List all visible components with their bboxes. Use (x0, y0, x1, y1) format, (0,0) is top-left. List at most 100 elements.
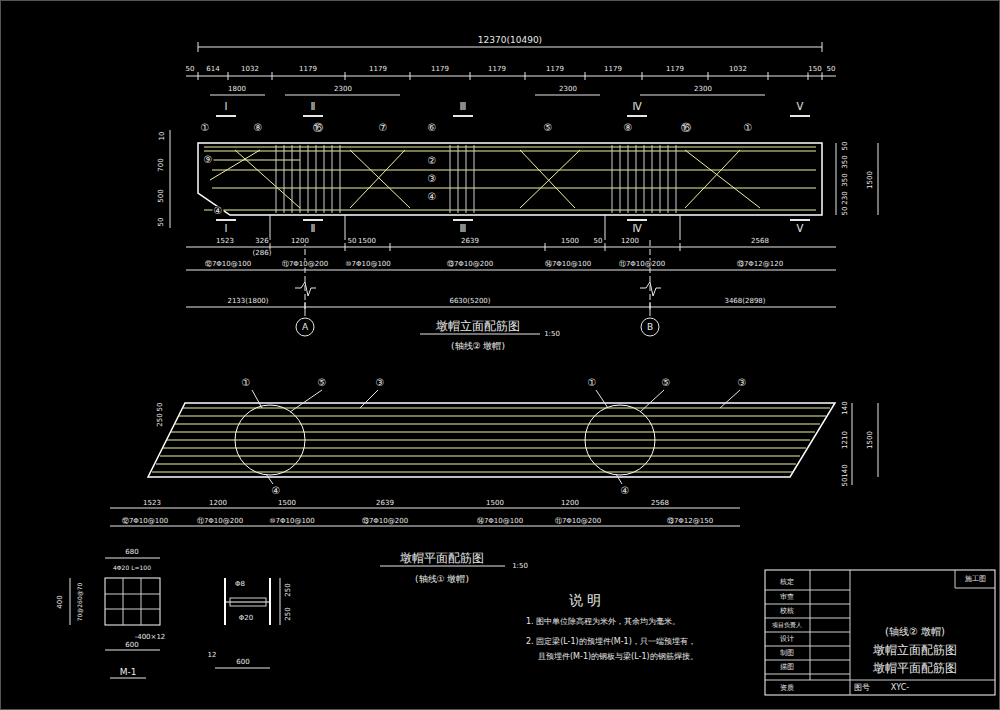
dimension: 1200 (208, 500, 228, 507)
callout-number: ④ (213, 206, 224, 216)
note-line: 1. 图中单位除高程为米外，其余均为毫米。 (525, 618, 681, 626)
section-mark: Ⅲ (459, 224, 468, 234)
dimension: 2639 (460, 238, 480, 245)
dimension: 614 (205, 66, 220, 73)
callout-number: ⑤ (661, 378, 672, 388)
dimension: 350 (842, 172, 849, 187)
title-block-cell: 审查 (779, 594, 795, 601)
dimension: 350 (842, 154, 849, 169)
dimension: 500 (158, 188, 165, 203)
dimension: 50 (826, 66, 837, 73)
view-subtitle: (轴线① 墩帽) (414, 575, 470, 584)
bar-spec: ⑪7Φ10@200 (281, 261, 329, 268)
bar-spec: ⑭7Φ10@100 (476, 518, 524, 525)
callout-number: ⑧ (253, 123, 264, 133)
dimension: 50 (185, 66, 196, 73)
callout-number: ⑤ (317, 378, 328, 388)
section-mark: Ⅰ (224, 102, 229, 112)
dimension: 326 (254, 238, 269, 245)
callout-number: ① (743, 123, 754, 133)
dimension: 1523 (142, 500, 162, 507)
bar-spec: ⑫7Φ10@100 (204, 261, 252, 268)
title-block-cell: 施工图 (964, 576, 987, 583)
bar-spec: ⑩7Φ10@100 (344, 261, 392, 268)
dimension: 1032 (728, 66, 748, 73)
dimension: 1500 (357, 238, 377, 245)
section-mark: Ⅴ (796, 102, 805, 112)
bar-spec: ⑬7Φ10@200 (361, 518, 409, 525)
dimension: 50 (842, 477, 849, 488)
dimension: 1032 (240, 66, 260, 73)
dimension: 1200 (290, 238, 310, 245)
callout-number: ⑨ (203, 155, 214, 165)
bar-spec: ⑪7Φ10@200 (196, 518, 244, 525)
dimension: 2568 (650, 500, 670, 507)
dimension: 50 (842, 141, 849, 152)
dimension: 1500 (485, 500, 505, 507)
callout-number: ③ (737, 378, 748, 388)
bar-spec: Φ8 (234, 581, 246, 588)
title-block-cell: 墩帽平面配筋图 (872, 662, 958, 674)
notes-heading: 说 明 (568, 593, 602, 607)
dimension: 1179 (487, 66, 507, 73)
scale: 1:50 (543, 331, 561, 338)
dimension: 150 (807, 66, 822, 73)
callout-number: ① (587, 378, 598, 388)
section-mark: Ⅲ (459, 102, 468, 112)
callout-number: ⑯ (312, 123, 324, 133)
dimension: 1179 (603, 66, 623, 73)
title-block-cell: (轴线② 墩帽) (884, 627, 946, 637)
dimension: 1523 (215, 238, 235, 245)
dimension: 6630(5200) (448, 298, 491, 305)
callout-number: ⑥ (427, 123, 438, 133)
dimension: 1179 (665, 66, 685, 73)
dimension: 12 (207, 652, 218, 659)
view-title: 墩帽平面配筋图 (399, 552, 485, 564)
axis-label: B (646, 323, 654, 332)
callout-number: ⑧ (623, 123, 634, 133)
dimension: 70@260@70 (77, 582, 83, 623)
bar-spec: ⑪7Φ10@200 (618, 261, 666, 268)
plate-spec: -400×12 (134, 634, 167, 641)
view-subtitle: (轴线② 墩帽) (450, 342, 506, 351)
callout-number: ⑤ (543, 123, 554, 133)
section-mark: Ⅳ (631, 224, 642, 234)
dimension: 2300 (693, 86, 713, 93)
callout-number: ⑦ (378, 123, 389, 133)
section-mark: Ⅰ (224, 224, 229, 234)
callout-number: ② (427, 156, 438, 166)
dimension: 250 (285, 582, 292, 597)
dimension: 1200 (620, 238, 640, 245)
callout-number: ③ (427, 174, 438, 184)
note-line: 2. 固定梁(L-1)的预埋件(M-1)，只一端预埋有， (525, 638, 697, 646)
bar-spec: ⑫7Φ10@100 (121, 518, 169, 525)
dimension: 10 (159, 131, 166, 142)
dimension: 50 (842, 206, 849, 217)
dimension: 230 (842, 190, 849, 205)
dimension: 1500 (867, 430, 874, 450)
callout-number: ⑯ (680, 123, 692, 133)
section-mark: Ⅳ (631, 102, 642, 112)
dimension: 1179 (298, 66, 318, 73)
bar-spec: 4Φ20 L=100 (112, 565, 152, 571)
bar-spec: Φ20 (238, 615, 254, 622)
section-mark: Ⅱ (310, 102, 317, 112)
dimension: 1210 (842, 430, 849, 450)
dimension: 50 (593, 238, 604, 245)
title-block-cell: 资质 (779, 685, 795, 692)
bar-spec: ⑭7Φ10@100 (544, 261, 592, 268)
dimension: 1179 (430, 66, 450, 73)
title-block-cell: 校核 (779, 608, 795, 615)
bar-spec: ⑪7Φ10@200 (554, 518, 602, 525)
view-title: 墩帽立面配筋图 (435, 320, 521, 332)
callout-number: ④ (620, 486, 631, 496)
dimension: 2300 (558, 86, 578, 93)
dimension: 140 (842, 400, 849, 415)
dimension: 50 (158, 217, 165, 228)
dimension: 600 (124, 642, 139, 649)
callout-number: ① (241, 378, 252, 388)
section-mark: Ⅴ (796, 224, 805, 234)
dimension: 1500 (867, 170, 874, 190)
bar-spec: ⑩7Φ10@100 (268, 518, 316, 525)
